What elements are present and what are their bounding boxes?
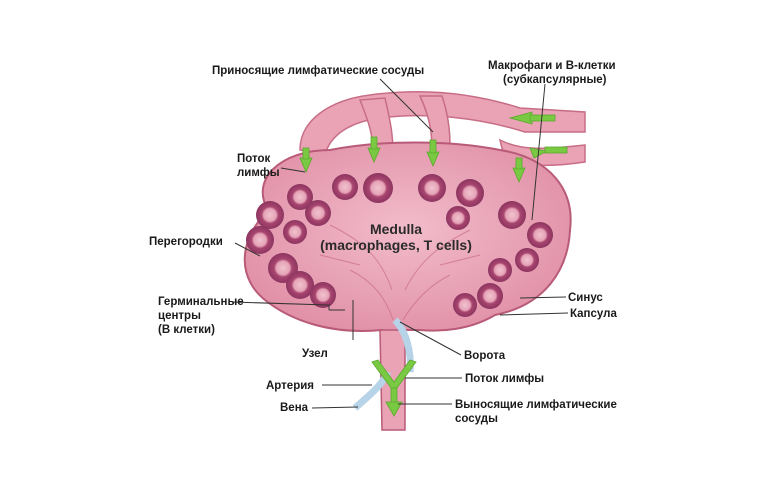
- label-node: Узел: [302, 348, 328, 360]
- center-label-medulla-detail: (macrophages, T cells): [320, 237, 472, 253]
- label-efferent-vessels-2: сосуды: [455, 413, 498, 425]
- label-sinus: Синус: [568, 292, 603, 304]
- label-artery: Артерия: [266, 380, 314, 392]
- label-lymph-flow-bottom: Поток лимфы: [465, 373, 544, 385]
- label-afferent-vessels: Приносящие лимфатические сосуды: [212, 65, 424, 77]
- label-macrophages-sub: (субкапсулярные): [503, 74, 607, 86]
- label-septa: Перегородки: [149, 236, 223, 248]
- label-germinal-centers-3: (В клетки): [158, 324, 215, 336]
- label-macrophages: Макрофаги и В-клетки: [488, 60, 616, 72]
- label-efferent-vessels: Выносящие лимфатические: [455, 399, 617, 411]
- flow-arrows: [299, 111, 568, 417]
- label-hilum: Ворота: [464, 350, 506, 362]
- label-lymph-flow-top-2: лимфы: [237, 167, 280, 179]
- center-label-medulla: Medulla: [370, 221, 422, 237]
- label-germinal-centers-2: центры: [158, 310, 201, 322]
- label-germinal-centers: Герминальные: [158, 296, 244, 308]
- label-capsule: Капсула: [570, 308, 617, 320]
- medullary-cords: [319, 224, 481, 321]
- leader-lines: [231, 78, 569, 409]
- label-vein: Вена: [280, 402, 309, 414]
- label-lymph-flow-top: Поток: [237, 153, 271, 165]
- follicles: [246, 173, 553, 317]
